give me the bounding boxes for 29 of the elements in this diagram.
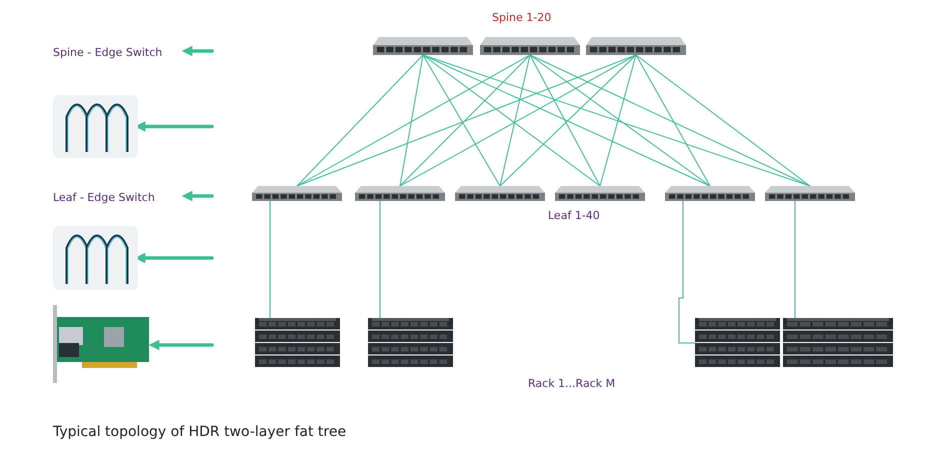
- side-label: Leaf - Edge Switch: [53, 190, 155, 206]
- side-label: Spine - Edge Switch: [53, 45, 162, 61]
- cable-line: [500, 54, 636, 186]
- rack-label: Rack 1...Rack M: [528, 377, 616, 390]
- leaf-label: Leaf 1-40: [548, 209, 600, 222]
- cable-line: [636, 54, 710, 186]
- arrow: [148, 340, 214, 350]
- cable-line: [794, 200, 796, 318]
- cable-line: [636, 54, 810, 186]
- cable-line: [422, 54, 500, 186]
- cable-line: [422, 54, 810, 186]
- cable-line: [296, 54, 636, 186]
- arrow: [182, 190, 214, 202]
- cable-line: [400, 54, 424, 186]
- cable-line: [296, 54, 530, 186]
- spine-label: Spine 1-20: [492, 11, 552, 24]
- cable-line: [530, 54, 600, 186]
- caption: Typical topology of HDR two-layer fat tree: [53, 424, 346, 440]
- cable-line: [296, 54, 424, 186]
- cable-line: [530, 54, 810, 186]
- cable-line: [400, 54, 636, 186]
- cable-line: [530, 54, 710, 186]
- cable-line: [422, 54, 600, 186]
- cable-line: [600, 54, 636, 186]
- cable-line: [422, 54, 710, 186]
- cable-line: [678, 200, 696, 344]
- cable-line: [400, 54, 530, 186]
- arrow: [182, 46, 214, 56]
- cable-line: [500, 54, 530, 186]
